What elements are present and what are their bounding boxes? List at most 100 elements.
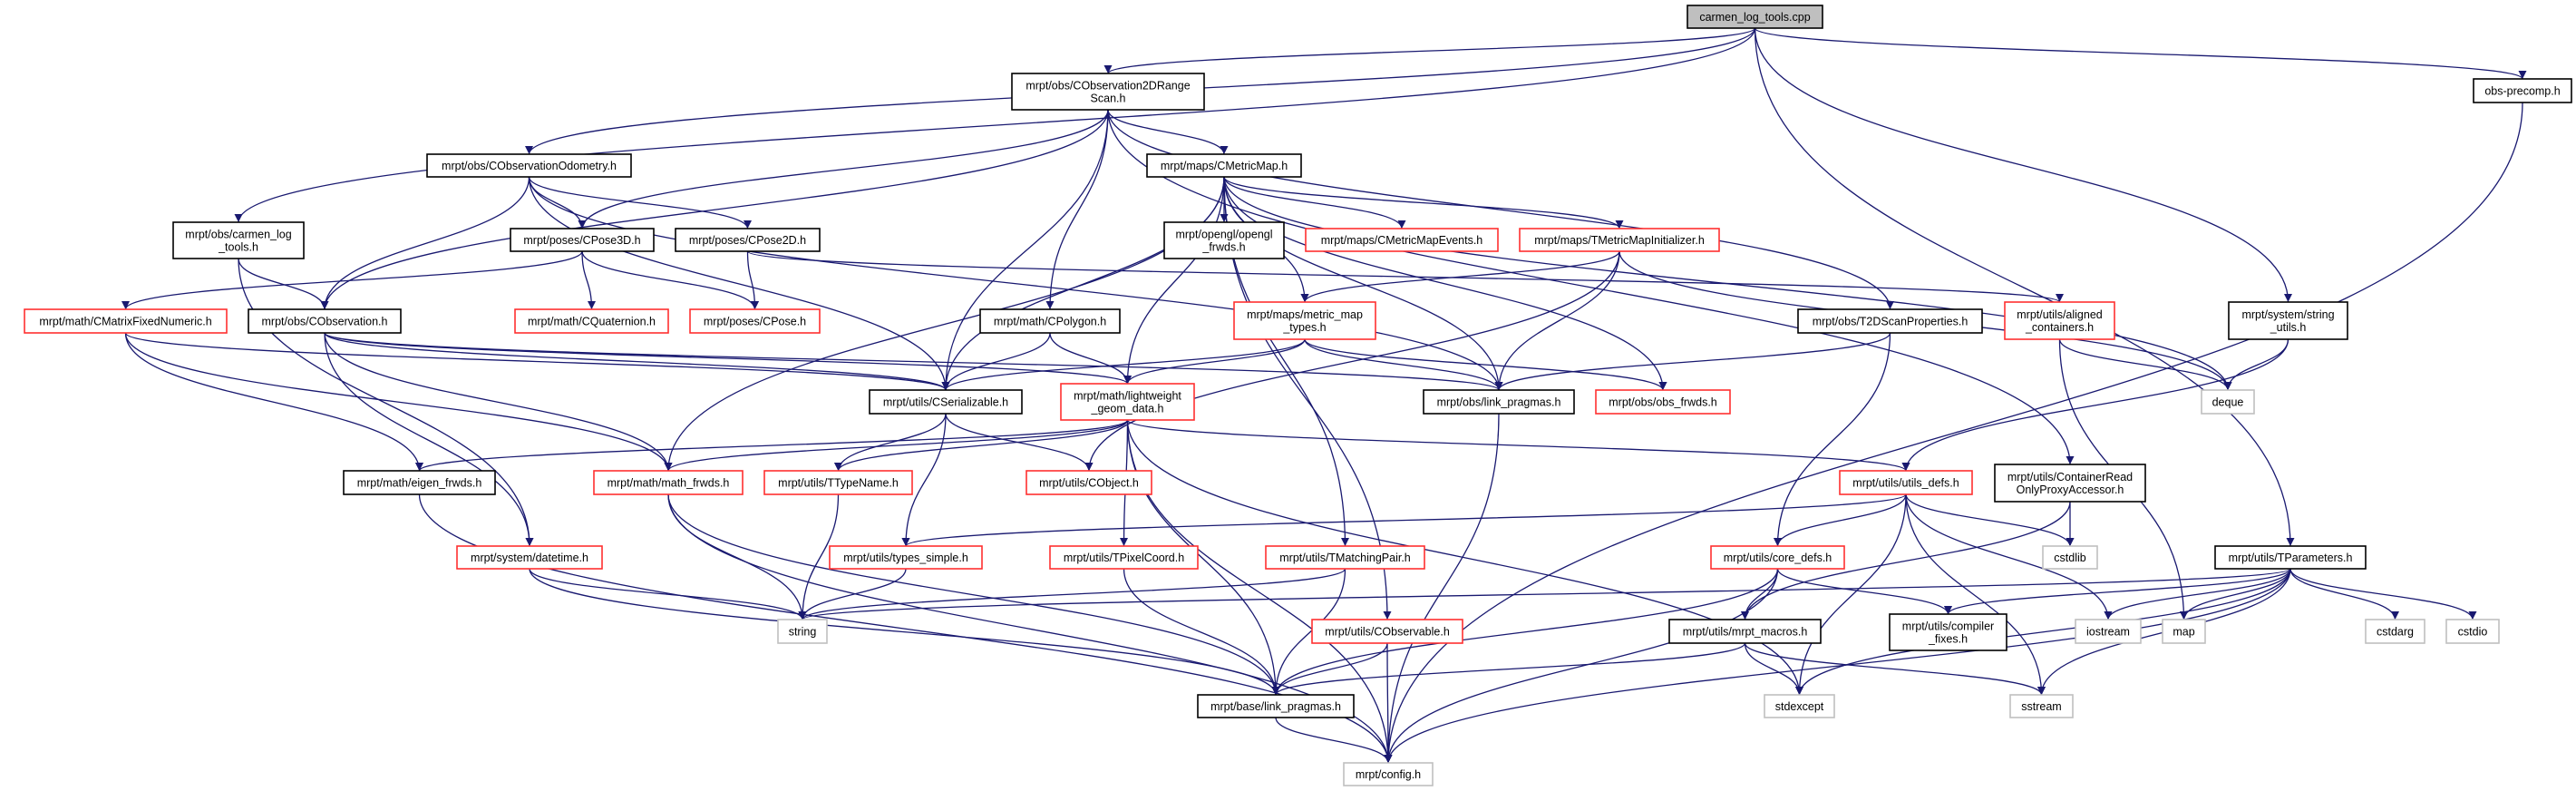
- node-label: OnlyProxyAccessor.h: [2017, 483, 2124, 496]
- node-obslinkpragmas[interactable]: mrpt/obs/link_pragmas.h: [1423, 389, 1575, 415]
- node-config[interactable]: mrpt/config.h: [1343, 762, 1434, 786]
- node-eigenfrwds[interactable]: mrpt/math/eigen_frwds.h: [343, 470, 496, 495]
- node-box: [1060, 383, 1195, 421]
- node-label: mrpt/utils/ContainerRead: [2007, 471, 2133, 483]
- node-box: [1889, 613, 2007, 651]
- edge-lightweight-to-stdexcept: [1126, 419, 1803, 696]
- edge-matrixfixed-to-mathfrwds: [124, 332, 673, 472]
- edge-cmetricmap-to-deque: [1223, 176, 2232, 391]
- node-label: _utils.h: [2270, 321, 2307, 334]
- node-cstdarg[interactable]: cstdarg: [2365, 619, 2425, 644]
- edge-cmetricmap-to-lightweight: [1123, 176, 1225, 385]
- edge-coredefs-to-config: [1384, 568, 1779, 764]
- edge-mrptmacros-to-sstream: [1744, 642, 2046, 696]
- node-box: [1163, 221, 1285, 259]
- node-carmenh[interactable]: mrpt/obs/carmen_log_tools.h: [172, 221, 305, 259]
- node-matrixfixed[interactable]: mrpt/math/CMatrixFixedNumeric.h: [24, 308, 228, 334]
- edge-lightweight-to-ttypename: [834, 419, 1129, 472]
- node-mapevents[interactable]: mrpt/maps/CMetricMapEvents.h: [1305, 228, 1499, 252]
- node-sstream[interactable]: sstream: [2009, 694, 2074, 718]
- node-box: [1265, 545, 1425, 570]
- node-tmatchingpair[interactable]: mrpt/utils/TMatchingPair.h: [1265, 545, 1425, 570]
- node-compilerfixes[interactable]: mrpt/utils/compiler_fixes.h: [1889, 613, 2007, 651]
- node-lightweight[interactable]: mrpt/math/lightweight_geom_data.h: [1060, 383, 1195, 421]
- node-cserializable[interactable]: mrpt/utils/CSerializable.h: [869, 389, 1023, 415]
- edge-datetime-to-baselinkpragmas: [529, 568, 1280, 696]
- node-obsfrwds[interactable]: mrpt/obs/obs_frwds.h: [1595, 389, 1731, 415]
- edge-lightweight-to-mathfrwds: [664, 419, 1129, 472]
- node-cstdio[interactable]: cstdio: [2445, 619, 2500, 644]
- node-ttypename[interactable]: mrpt/utils/TTypeName.h: [763, 470, 913, 495]
- edge-stringutils-to-utilsdefs: [1901, 338, 2289, 472]
- edge-mathfrwds-to-config: [667, 493, 1393, 764]
- edge-range2d-to-cpolygon: [1045, 109, 1109, 310]
- node-box: [1011, 73, 1205, 111]
- edge-baselinkpragmas-to-config: [1275, 717, 1393, 764]
- node-tparameters[interactable]: mrpt/utils/TParameters.h: [2214, 545, 2367, 570]
- node-openglfrwds[interactable]: mrpt/opengl/opengl_frwds.h: [1163, 221, 1285, 259]
- node-quaternion[interactable]: mrpt/math/CQuaternion.h: [514, 308, 669, 334]
- node-cstdlib[interactable]: cstdlib: [2042, 545, 2098, 570]
- node-baselinkpragmas[interactable]: mrpt/base/link_pragmas.h: [1197, 694, 1355, 718]
- node-mrptmacros[interactable]: mrpt/utils/mrpt_macros.h: [1668, 619, 1822, 644]
- node-utilsdefs[interactable]: mrpt/utils/utils_defs.h: [1839, 470, 1973, 495]
- node-label: mrpt/poses/CPose.h: [704, 316, 806, 328]
- edge-cpp-to-range2d: [1103, 27, 1756, 74]
- node-odometry[interactable]: mrpt/obs/CObservationOdometry.h: [426, 153, 632, 178]
- node-deque[interactable]: deque: [2201, 389, 2255, 415]
- edge-matrixfixed-to-cserializable: [124, 332, 950, 391]
- edge-cpose3d-to-cpose: [581, 250, 759, 310]
- node-aligned[interactable]: mrpt/utils/aligned_containers.h: [2004, 301, 2115, 340]
- node-map[interactable]: map: [2162, 619, 2206, 644]
- node-t2dscan[interactable]: mrpt/obs/T2DScanProperties.h: [1797, 308, 1983, 334]
- edge-cobservation-to-mathfrwds: [324, 332, 673, 472]
- node-box: [1519, 228, 1720, 252]
- node-box: [1197, 694, 1355, 718]
- node-cpose2d[interactable]: mrpt/poses/CPose2D.h: [675, 228, 821, 252]
- node-tpixelcoord[interactable]: mrpt/utils/TPixelCoord.h: [1049, 545, 1199, 570]
- node-cpp[interactable]: carmen_log_tools.cpp: [1687, 5, 1823, 29]
- edge-cobservation-to-cserializable: [324, 332, 950, 391]
- node-label: mrpt/obs/link_pragmas.h: [1437, 396, 1561, 409]
- node-datetime[interactable]: mrpt/system/datetime.h: [456, 545, 603, 570]
- edge-cpp-to-carmenh: [234, 27, 1756, 223]
- node-box: [426, 153, 632, 178]
- node-cobservable[interactable]: mrpt/utils/CObservable.h: [1311, 619, 1463, 644]
- edge-cpose2d-to-cpose: [746, 250, 759, 310]
- node-label: mrpt/utils/TParameters.h: [2229, 552, 2353, 564]
- node-obsprecomp[interactable]: obs-precomp.h: [2473, 78, 2572, 103]
- node-box: [1764, 694, 1835, 718]
- node-label: _containers.h: [2025, 321, 2094, 334]
- node-mapinit[interactable]: mrpt/maps/TMetricMapInitializer.h: [1519, 228, 1720, 252]
- node-box: [1710, 545, 1845, 570]
- node-label: mrpt/obs/obs_frwds.h: [1609, 396, 1717, 409]
- node-mathfrwds[interactable]: mrpt/math/math_frwds.h: [593, 470, 744, 495]
- node-stringutils[interactable]: mrpt/system/string_utils.h: [2228, 301, 2348, 340]
- node-label: carmen_log_tools.cpp: [1699, 11, 1810, 24]
- node-cobject[interactable]: mrpt/utils/CObject.h: [1026, 470, 1152, 495]
- node-cpose[interactable]: mrpt/poses/CPose.h: [689, 308, 821, 334]
- node-box: [2445, 619, 2500, 644]
- node-box: [1687, 5, 1823, 29]
- node-coredefs[interactable]: mrpt/utils/core_defs.h: [1710, 545, 1845, 570]
- edge-cpp-to-obsprecomp: [1754, 27, 2527, 80]
- node-cpose3d[interactable]: mrpt/poses/CPose3D.h: [510, 228, 655, 252]
- node-cpolygon[interactable]: mrpt/math/CPolygon.h: [979, 308, 1121, 334]
- node-box: [172, 221, 305, 259]
- node-string[interactable]: string: [777, 619, 828, 644]
- node-stdexcept[interactable]: stdexcept: [1764, 694, 1835, 718]
- node-cmetricmap[interactable]: mrpt/maps/CMetricMap.h: [1146, 153, 1302, 178]
- node-maptypes[interactable]: mrpt/maps/metric_map_types.h: [1233, 301, 1376, 340]
- node-iostream[interactable]: iostream: [2075, 619, 2142, 644]
- node-label: mrpt/maps/CMetricMap.h: [1161, 160, 1288, 172]
- node-containerro[interactable]: mrpt/utils/ContainerReadOnlyProxyAccesso…: [1994, 464, 2146, 503]
- node-label: mrpt/utils/aligned: [2017, 308, 2103, 321]
- node-box: [1146, 153, 1302, 178]
- node-box: [2473, 78, 2572, 103]
- node-typessimple[interactable]: mrpt/utils/types_simple.h: [829, 545, 983, 570]
- edge-containerro-to-mrptmacros: [1741, 501, 2071, 620]
- node-box: [2228, 301, 2348, 340]
- node-cobservation[interactable]: mrpt/obs/CObservation.h: [248, 308, 402, 334]
